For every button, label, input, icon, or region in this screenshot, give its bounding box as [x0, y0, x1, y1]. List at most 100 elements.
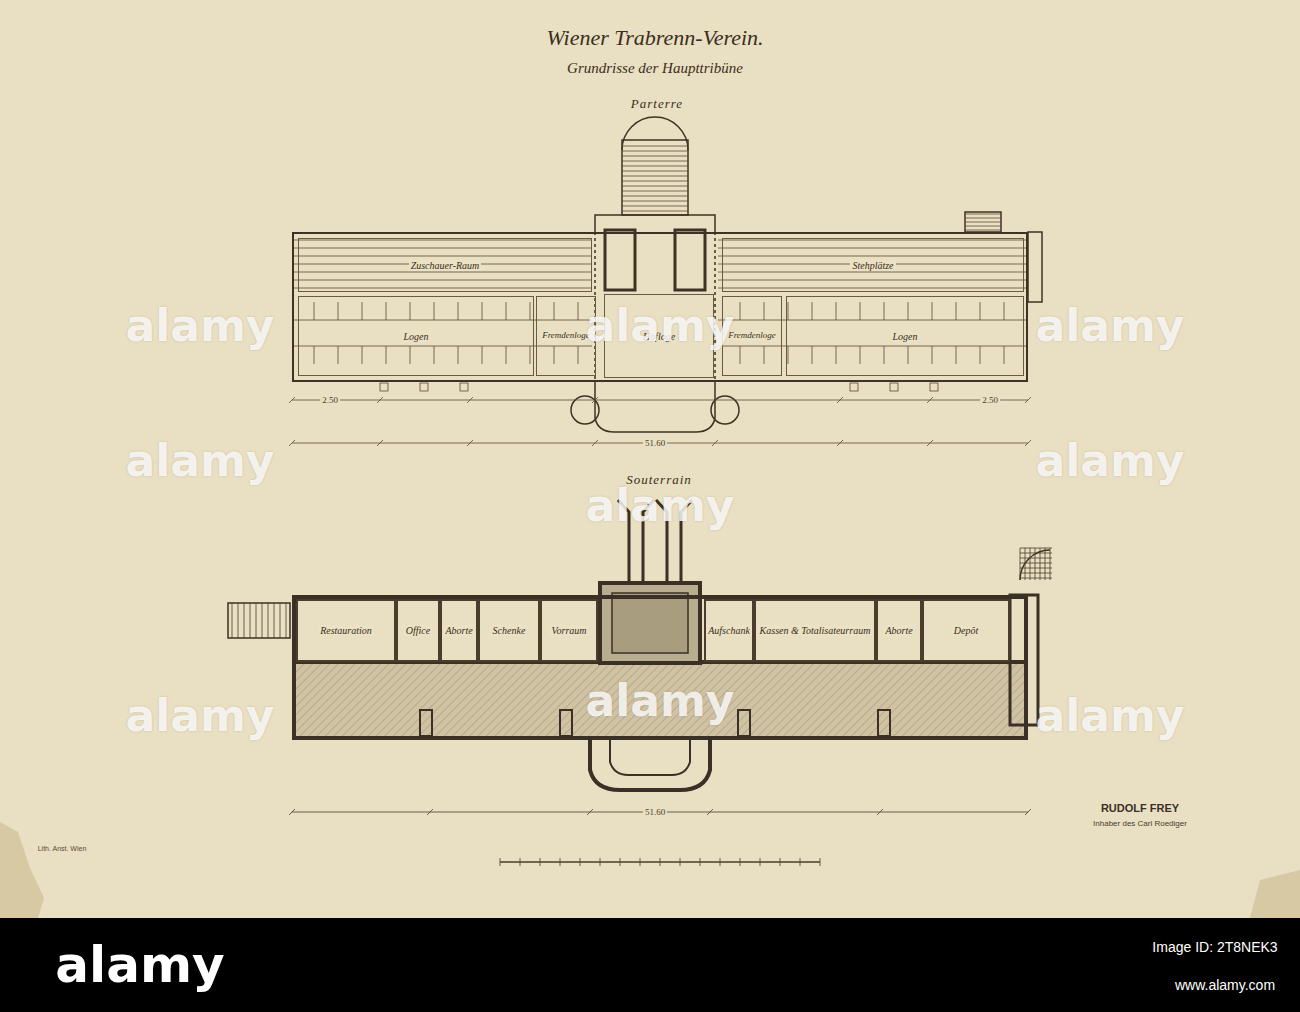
- watermark: alamy: [586, 300, 735, 351]
- stock-band: [0, 918, 1300, 1012]
- room: Zuschauer-Raum: [298, 238, 592, 292]
- seat-row: [718, 248, 1028, 249]
- dimension-tick: [289, 809, 295, 815]
- scale-tick: [620, 858, 621, 866]
- stair-grid: [1020, 568, 1052, 569]
- box-divider: [482, 302, 483, 320]
- stair-tread: [622, 171, 688, 172]
- watermark: alamy: [1036, 435, 1185, 486]
- watermark: alamy: [126, 690, 275, 741]
- box-divider: [554, 346, 555, 364]
- box-divider: [884, 346, 885, 364]
- stair-tread: [232, 603, 233, 638]
- dimension-tick: [1025, 440, 1031, 446]
- room: Aborte: [440, 599, 478, 662]
- seat-row: [718, 272, 1028, 273]
- stair-tread: [286, 603, 287, 638]
- dimension-tick: [467, 440, 473, 446]
- seat-row: [292, 280, 592, 281]
- stair-tread: [622, 181, 688, 182]
- box-divider: [410, 346, 411, 364]
- dimension-tick: [377, 397, 383, 403]
- box-divider: [860, 302, 861, 320]
- dimension-tick: [927, 440, 933, 446]
- column: [380, 383, 388, 391]
- scale-tick: [660, 858, 661, 866]
- stock-url: www.alamy.com: [1175, 977, 1275, 993]
- room-name: Office: [404, 625, 432, 636]
- stair-tread: [965, 218, 1001, 219]
- room-name: Aborte: [443, 625, 474, 636]
- box-divider: [788, 346, 789, 364]
- image-id: Image ID: 2T8NEK3: [1152, 939, 1277, 955]
- stair-tread: [622, 151, 688, 152]
- paper-tear: [1250, 870, 1300, 918]
- box-divider: [836, 302, 837, 320]
- scale-tick: [500, 858, 501, 866]
- box-divider: [458, 302, 459, 320]
- dimension-tick: [1025, 397, 1031, 403]
- box-divider: [956, 346, 957, 364]
- room-name: Depôt: [952, 625, 980, 636]
- watermark: alamy: [126, 435, 275, 486]
- dimension-tick: [587, 809, 593, 815]
- souterrain-details: [232, 548, 1052, 866]
- room-name: Kassen & Totalisateurraum: [758, 625, 873, 636]
- stair-tread: [965, 230, 1001, 231]
- dimension-tick: [707, 809, 713, 815]
- box-divider: [386, 302, 387, 320]
- seat-row: [292, 272, 592, 273]
- box-divider: [314, 302, 315, 320]
- stair-tread: [244, 603, 245, 638]
- stock-logo: alamy: [55, 936, 224, 994]
- box-divider: [482, 346, 483, 364]
- dimension-tick: [877, 809, 883, 815]
- dimension-tick: [289, 440, 295, 446]
- box-divider: [434, 346, 435, 364]
- box-divider: [1004, 346, 1005, 364]
- box-divider: [908, 302, 909, 320]
- subtitle: Grundrisse der Haupttribüne: [567, 60, 743, 77]
- box-divider: [554, 302, 555, 320]
- dimension-tick: [712, 440, 718, 446]
- paper: [0, 0, 1300, 918]
- scale-tick: [780, 858, 781, 866]
- dimension-tick: [592, 440, 598, 446]
- box-divider: [812, 302, 813, 320]
- room-name: Aborte: [883, 625, 914, 636]
- stair-tread: [622, 186, 688, 187]
- dimension-tick: [467, 397, 473, 403]
- box-line: [292, 320, 592, 321]
- room-name: Stehplätze: [850, 260, 895, 271]
- column: [890, 383, 898, 391]
- scale-tick: [760, 858, 761, 866]
- stair-grid: [1020, 548, 1052, 549]
- scale-tick: [800, 858, 801, 866]
- parterre-details: [289, 146, 1031, 446]
- box-divider: [530, 302, 531, 320]
- stair-tread: [622, 166, 688, 167]
- room: Logen: [786, 296, 1024, 376]
- stair-tread: [274, 603, 275, 638]
- box-divider: [530, 346, 531, 364]
- room-name: Vorraum: [549, 625, 588, 636]
- dimension: 2.50: [320, 395, 340, 405]
- column: [850, 383, 858, 391]
- dimension-tick: [427, 809, 433, 815]
- dimension-tick: [837, 440, 843, 446]
- stair-tread: [622, 161, 688, 162]
- box-line: [718, 346, 1028, 347]
- stair-grid: [1020, 578, 1052, 579]
- box-divider: [860, 346, 861, 364]
- box-divider: [764, 346, 765, 364]
- stair-tread: [262, 603, 263, 638]
- stair-tread: [622, 191, 688, 192]
- paper-tear: [0, 822, 44, 918]
- scale-tick: [720, 858, 721, 866]
- watermark: alamy: [1036, 690, 1185, 741]
- box-divider: [434, 302, 435, 320]
- room-name: Restauration: [318, 625, 374, 636]
- dimension-tick: [377, 440, 383, 446]
- printer-note: Lith. Anst. Wien: [38, 845, 87, 852]
- stair-tread: [965, 226, 1001, 227]
